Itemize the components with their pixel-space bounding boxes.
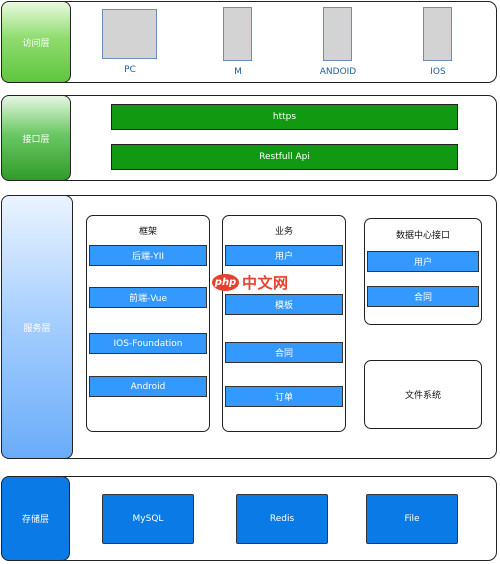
- storage-layer-label: 存储层: [1, 476, 70, 561]
- file-system-title: 文件系统: [404, 391, 441, 401]
- php-cn-watermark: php 中文网: [212, 272, 289, 293]
- framework-item-label: 前端-Vue: [128, 294, 168, 304]
- storage-layer-title: 存储层: [21, 515, 49, 525]
- data-center-item-contract: 合同: [367, 286, 479, 307]
- device-m-label: M: [234, 67, 242, 77]
- access-layer-label: 访问层: [1, 1, 71, 83]
- interface-layer-label: 接口层: [1, 95, 71, 181]
- business-item-user: 用户: [225, 245, 343, 266]
- business-item-label: 模板: [274, 301, 293, 311]
- storage-item-mysql: MySQL: [102, 494, 194, 544]
- device-m-icon: [223, 7, 252, 61]
- storage-item-label: MySQL: [132, 514, 164, 524]
- https-bar: https: [111, 104, 458, 130]
- business-item-label: 用户: [274, 252, 293, 262]
- storage-item-file: File: [366, 494, 458, 544]
- framework-item-label: Android: [130, 381, 166, 392]
- data-center-item-label: 用户: [413, 258, 432, 268]
- business-title: 业务: [274, 227, 293, 237]
- framework-item-backend-yii: 后端-YII: [89, 245, 207, 266]
- interface-layer-title: 接口层: [22, 134, 50, 145]
- restful-api-bar-label: Restfull Api: [259, 152, 310, 162]
- storage-item-redis: Redis: [236, 494, 328, 544]
- data-center-item-label: 合同: [413, 293, 432, 303]
- business-item-order: 订单: [225, 386, 343, 407]
- device-pc-label: PC: [124, 65, 136, 75]
- framework-title: 框架: [138, 227, 157, 237]
- device-pc-icon: [102, 9, 157, 59]
- https-bar-label: https: [272, 112, 297, 122]
- framework-item-label: 后端-YII: [131, 252, 165, 262]
- storage-item-label: Redis: [269, 514, 295, 524]
- framework-item-android: Android: [89, 376, 207, 397]
- device-android-icon: [323, 7, 352, 61]
- framework-item-frontend-vue: 前端-Vue: [89, 287, 207, 308]
- service-layer-title: 服务层: [23, 323, 51, 334]
- access-layer-title: 访问层: [22, 38, 50, 49]
- watermark-text: 中文网: [242, 274, 289, 292]
- file-system-panel: 文件系统: [364, 360, 482, 429]
- business-item-label: 订单: [274, 393, 293, 403]
- framework-item-ios-foundation: IOS-Foundation: [89, 333, 207, 354]
- storage-item-label: File: [404, 514, 420, 524]
- framework-item-label: IOS-Foundation: [113, 338, 183, 349]
- service-layer-label: 服务层: [1, 195, 73, 459]
- php-logo-icon: php: [212, 274, 239, 291]
- restful-api-bar: Restfull Api: [111, 144, 458, 170]
- data-center-item-user: 用户: [367, 251, 479, 272]
- business-item-template: 模板: [225, 294, 343, 315]
- business-item-label: 合同: [274, 349, 293, 359]
- device-android-label: ANDOID: [319, 67, 357, 77]
- device-ios-icon: [423, 7, 452, 61]
- data-center-title: 数据中心接口: [395, 231, 450, 241]
- device-ios-label: IOS: [430, 67, 446, 77]
- business-item-contract: 合同: [225, 342, 343, 363]
